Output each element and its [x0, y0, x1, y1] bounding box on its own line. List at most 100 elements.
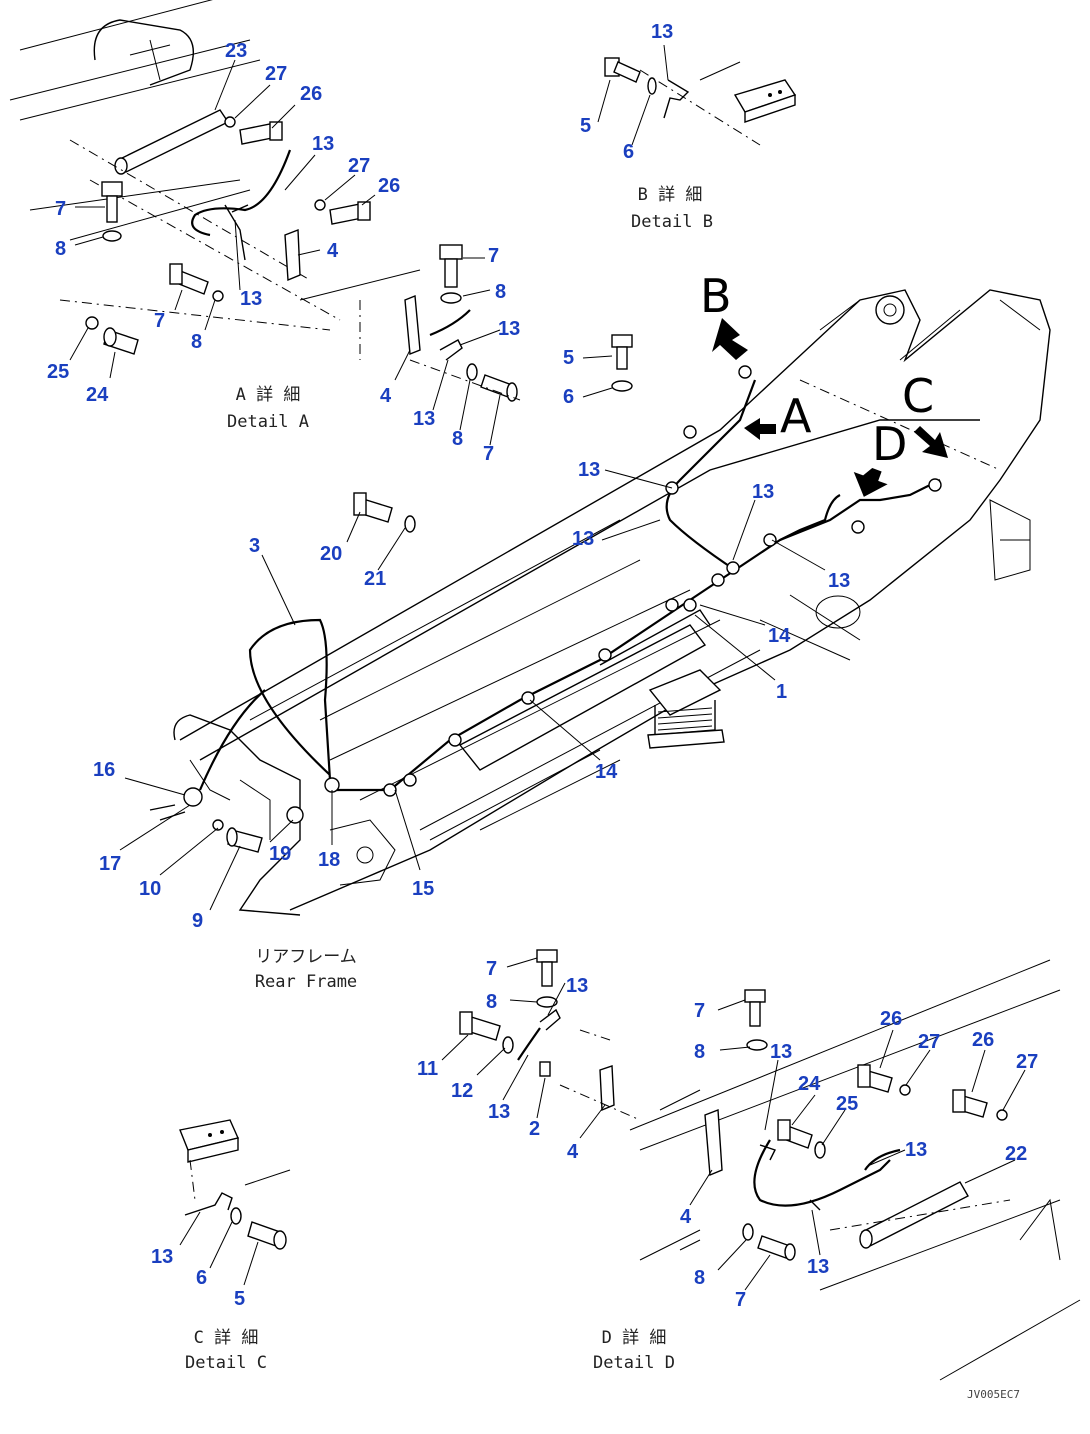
detail-a-clamp: [224, 204, 249, 261]
view-arrow-c: [914, 426, 948, 458]
detail-a-bolt-26-upper: [239, 121, 283, 145]
detail-a-drawing: [9, 0, 421, 355]
callout-4: 4: [567, 1141, 579, 1163]
guard-14-upper: [599, 609, 711, 666]
caption-rear-frame-en: Rear Frame: [255, 972, 357, 992]
frame-surface-lines: [249, 519, 761, 831]
engine-mount-spring: [647, 669, 725, 749]
callout-23: 23: [225, 40, 247, 62]
rear-frame-outline: [173, 714, 301, 916]
detail-a-bracket-4: [284, 228, 301, 282]
hose-branch-d: [779, 494, 841, 541]
rear-fittings: [149, 787, 304, 853]
callout-13: 13: [651, 21, 673, 43]
callout-11: 11: [417, 1058, 438, 1080]
callout-9: 9: [192, 910, 203, 932]
center-clamp-hose: [429, 309, 471, 337]
callout-6: 6: [623, 141, 634, 163]
frame-lower-lines: [429, 749, 621, 841]
detail-d-washer-8-lower: [742, 1223, 754, 1241]
callout-5: 5: [580, 115, 591, 137]
frame-outline-upper: [179, 289, 1051, 911]
center-bolt-7-head: [439, 244, 463, 260]
callout-14: 14: [768, 625, 791, 647]
guard-14-lower: [458, 624, 707, 771]
detail-a-washer-8-side: [212, 290, 224, 302]
callout-13: 13: [240, 288, 262, 310]
view-letter-b: B: [700, 269, 732, 323]
callout-27: 27: [1016, 1051, 1038, 1073]
view-letter-c: C: [902, 369, 934, 423]
rear-frame-mount: [329, 819, 396, 886]
detail-d-bracket-4: [599, 1065, 615, 1112]
detail-a-centerlines: [59, 139, 341, 331]
callout-7: 7: [486, 958, 497, 980]
detail-a-washer-25: [85, 316, 99, 330]
callout-8: 8: [694, 1041, 705, 1063]
center-bolt-5: [611, 334, 633, 370]
detail-d-hose: [753, 1139, 891, 1207]
callout-25: 25: [836, 1093, 858, 1115]
detail-c-washer-6: [230, 1207, 242, 1225]
detail-d-clamp-13: [539, 1008, 561, 1031]
callout-13: 13: [566, 975, 588, 997]
center-washer-8: [440, 292, 462, 304]
callout-1: 1: [776, 681, 787, 703]
callout-19: 19: [269, 843, 291, 865]
detail-b-block: [733, 79, 797, 123]
center-washer-6: [611, 380, 633, 392]
callout-5: 5: [234, 1288, 245, 1310]
callout-24: 24: [86, 384, 109, 406]
callout-13: 13: [312, 133, 334, 155]
callout-13: 13: [488, 1101, 510, 1123]
detail-d-washer-8-upper: [746, 1039, 768, 1051]
detail-d-bracket-4-right: [704, 1109, 723, 1177]
callout-7: 7: [735, 1289, 746, 1311]
callout-8: 8: [55, 238, 66, 260]
detail-b-centerline: [639, 69, 761, 146]
detail-d-washer-25: [814, 1141, 826, 1159]
detail-b-hose: [699, 61, 741, 81]
callout-27: 27: [348, 155, 370, 177]
hose-3-tail: [198, 689, 266, 791]
detail-a-bracket-ribs: [129, 39, 171, 81]
detail-c-drawing: [179, 1119, 291, 1250]
detail-d-bolt-11: [459, 1011, 501, 1041]
detail-b-washer-6: [647, 77, 657, 95]
callout-13: 13: [905, 1139, 927, 1161]
callout-8: 8: [452, 428, 463, 450]
caption-detail-d-en: Detail D: [593, 1353, 675, 1373]
detail-d-bolt-26-left: [857, 1064, 893, 1093]
caption-detail-a-jp: A 詳 細: [236, 385, 301, 405]
detail-a-washer-8: [102, 230, 122, 242]
callout-24: 24: [798, 1073, 821, 1095]
detail-d-hose-end: [864, 1148, 901, 1171]
center-clamp-13: [439, 339, 463, 361]
callout-26: 26: [300, 83, 322, 105]
callout-13: 13: [578, 459, 600, 481]
view-arrow-a: [744, 418, 776, 440]
caption-detail-c-jp: C 詳 細: [194, 1328, 259, 1348]
detail-d-bolt-24: [777, 1119, 813, 1149]
callout-8: 8: [694, 1267, 705, 1289]
caption-detail-a-en: Detail A: [227, 412, 309, 432]
callout-13: 13: [498, 318, 520, 340]
detail-a-bolt-24: [103, 327, 139, 355]
callout-7: 7: [55, 198, 66, 220]
callout-27: 27: [918, 1031, 940, 1053]
callout-13: 13: [770, 1041, 792, 1063]
detail-c-hose: [244, 1169, 291, 1186]
callout-6: 6: [196, 1267, 207, 1289]
callout-6: 6: [563, 386, 574, 408]
callout-22: 22: [1005, 1143, 1027, 1165]
detail-d-bolt-7-lower: [757, 1235, 796, 1261]
view-arrow-d: [853, 468, 888, 497]
rear-frame-detail: [189, 759, 271, 840]
callout-13: 13: [828, 570, 850, 592]
detail-a-frame-lines: [29, 179, 421, 301]
callout-7: 7: [488, 245, 499, 267]
hose-1: [330, 479, 941, 792]
detail-a-bolt-7-vertical: [101, 181, 123, 223]
callout-numbers: 23 27 26 13 27 26 7 8 4 13 7 8 25 24 13 …: [47, 21, 1038, 1311]
detail-d-bolt-26-right: [952, 1089, 988, 1118]
